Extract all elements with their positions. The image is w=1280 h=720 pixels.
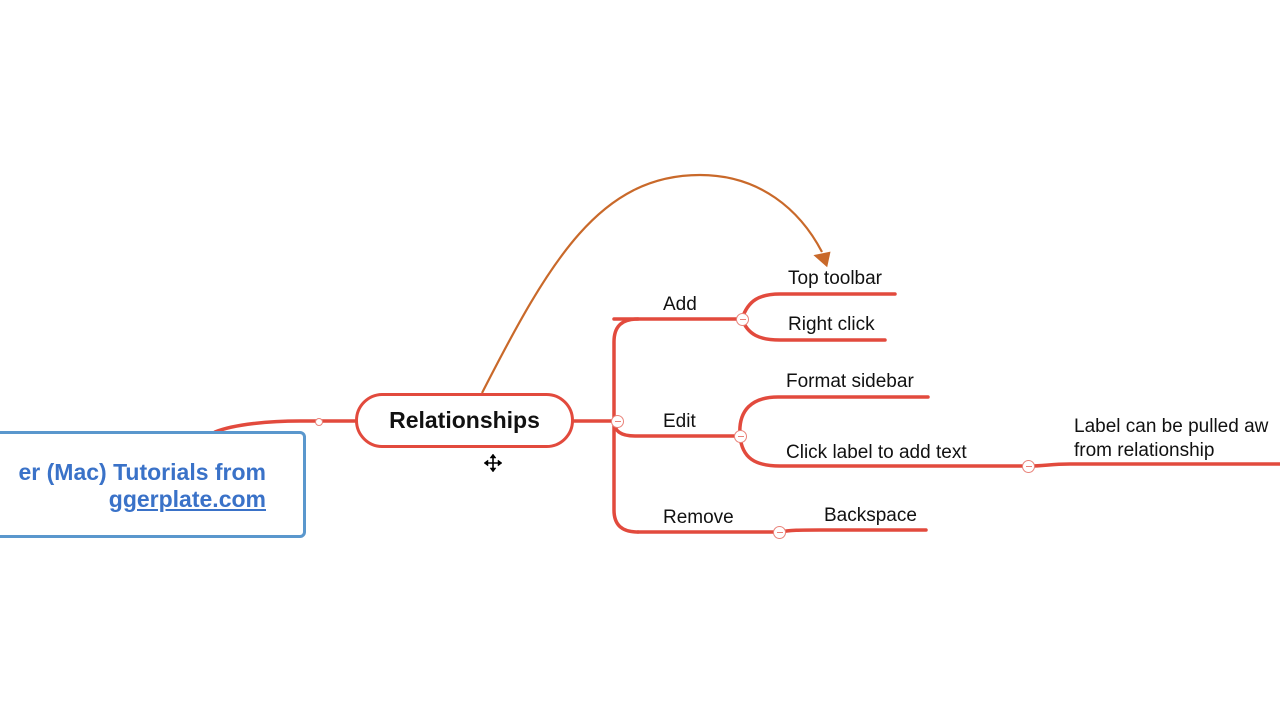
connector-format-sidebar (738, 395, 930, 438)
topic-right-click[interactable]: Right click (788, 314, 875, 335)
topic-format-sidebar[interactable]: Format sidebar (786, 371, 914, 392)
hyperlink-topic-box[interactable]: er (Mac) Tutorials from ggerplate.com (0, 431, 306, 538)
relationship-arrowhead-icon (813, 251, 831, 268)
topic-backspace[interactable]: Backspace (824, 505, 917, 526)
topic-floating-label-line1[interactable]: Label can be pulled aw (1074, 416, 1269, 437)
move-cursor-icon (483, 453, 503, 473)
collapse-add-button[interactable] (736, 313, 749, 326)
branch-remove-label[interactable]: Remove (663, 507, 734, 528)
topic-click-label-to-add-text[interactable]: Click label to add text (786, 442, 967, 463)
central-topic[interactable]: Relationships (355, 393, 574, 448)
link-box-title-line: er (Mac) Tutorials from (18, 459, 267, 485)
link-box-url[interactable]: ggerplate.com (108, 486, 266, 512)
collapse-remove-button[interactable] (773, 526, 786, 539)
collapse-central-button[interactable] (611, 415, 624, 428)
branch-edit-label[interactable]: Edit (663, 411, 696, 432)
topic-top-toolbar[interactable]: Top toolbar (788, 268, 883, 289)
connector-link-to-central (213, 419, 357, 434)
link-connector-handle[interactable] (315, 418, 323, 426)
relationship-arrow-curve (481, 173, 823, 394)
branch-add-label[interactable]: Add (663, 294, 697, 315)
connector-floating-label (1027, 462, 1280, 468)
collapse-click-label-button[interactable] (1022, 460, 1035, 473)
collapse-edit-button[interactable] (734, 430, 747, 443)
topic-floating-label-line2[interactable]: from relationship (1074, 440, 1215, 461)
central-topic-label: Relationships (389, 407, 540, 433)
connector-backspace (778, 528, 928, 534)
